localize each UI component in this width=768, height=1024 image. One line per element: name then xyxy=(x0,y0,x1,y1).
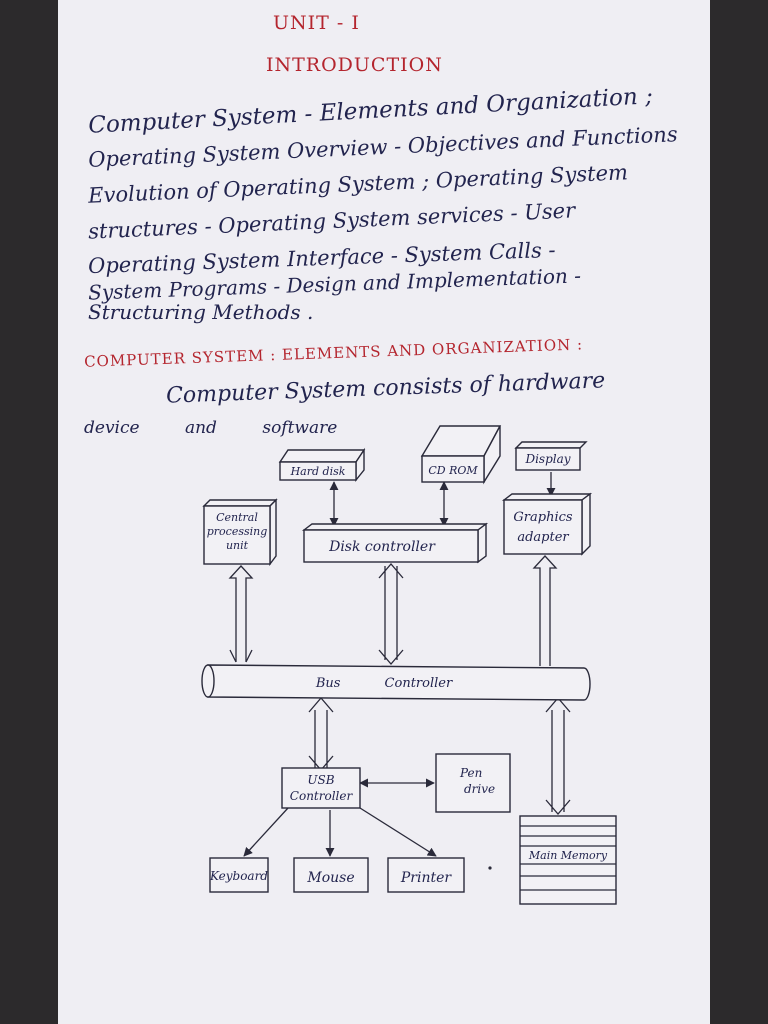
mouse-label: Mouse xyxy=(306,870,354,886)
pen-drive-box: Pen drive xyxy=(435,753,511,813)
graphics-adapter-label-line: Graphics xyxy=(513,510,572,525)
cd-rom-label: CD ROM xyxy=(428,464,478,477)
graphics-bus-arrow xyxy=(532,555,558,666)
syllabus-line: Structuring Methods . xyxy=(88,300,314,324)
graphics-adapter-box: Graphics adapter xyxy=(501,492,593,556)
page-title: INTRODUCTION xyxy=(266,54,443,76)
notebook-page: UNIT - I INTRODUCTION Computer System - … xyxy=(58,0,710,1024)
graphics-adapter-label-line: adapter xyxy=(517,530,569,545)
hard-disk-box: Hard disk xyxy=(278,447,366,482)
cd-rom-box: CD ROM xyxy=(420,425,502,485)
usb-keyboard-link xyxy=(243,807,289,857)
cpu-bus-arrow xyxy=(228,565,254,662)
unit-heading: UNIT - I xyxy=(273,12,360,34)
display-label: Display xyxy=(524,452,570,466)
disk-bus-arrow xyxy=(378,563,404,665)
bus-controller-cylinder: Bus Controller xyxy=(201,664,591,701)
printer-box: Printer xyxy=(387,857,465,893)
disk-controller-box: Disk controller xyxy=(301,522,489,564)
cpu-box: Central processing unit xyxy=(202,498,278,567)
usb-controller-label-line: Controller xyxy=(290,789,354,803)
intro-line: device and software xyxy=(84,418,338,438)
keyboard-label: Keyboard xyxy=(209,869,268,883)
keyboard-box: Keyboard xyxy=(209,857,269,893)
main-memory-label: Main Memory xyxy=(528,849,608,862)
cpu-label-line: processing xyxy=(207,525,268,538)
disk-controller-label: Disk controller xyxy=(328,539,436,555)
bus-memory-arrow xyxy=(545,697,571,815)
cpu-label-line: Central xyxy=(216,511,258,524)
main-memory-box: Main Memory xyxy=(519,815,617,905)
ink-dot xyxy=(488,866,492,870)
hard-disk-label: Hard disk xyxy=(290,465,346,478)
usb-controller-label-line: USB xyxy=(307,773,334,787)
bus-controller-label: Bus Controller xyxy=(315,676,453,691)
usb-controller-box: USB Controller xyxy=(281,767,361,809)
display-box: Display xyxy=(514,441,588,471)
pen-drive-label-line: Pen xyxy=(459,766,482,780)
cpu-bus-arrow-head xyxy=(229,649,253,663)
pen-drive-label-line: drive xyxy=(464,782,495,796)
bus-usb-arrow xyxy=(308,697,334,771)
printer-label: Printer xyxy=(400,870,453,886)
diagram-connectors xyxy=(228,472,571,857)
usb-printer-link xyxy=(359,807,437,857)
cpu-label-line: unit xyxy=(226,539,249,552)
mouse-box: Mouse xyxy=(293,857,369,893)
